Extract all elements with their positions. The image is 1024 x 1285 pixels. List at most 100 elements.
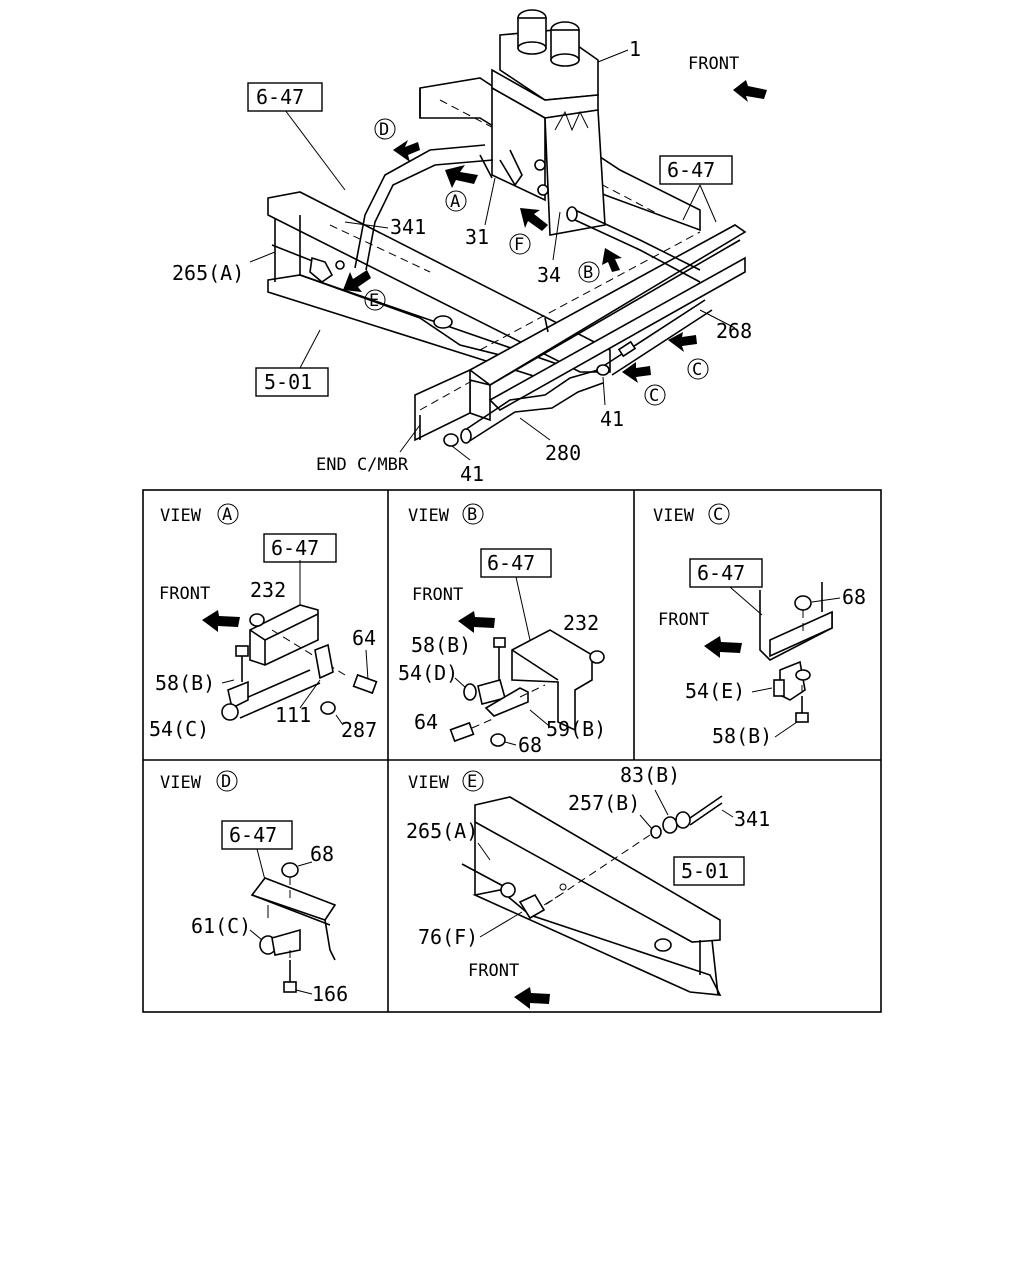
view-e-title: VIEW [408,773,450,793]
hose-280 [460,369,604,444]
view-b-front-arrow-icon [458,611,495,633]
view-a-64: 64 [352,626,376,650]
ref-box-6-47-right [659,155,733,185]
view-d-61c: 61(C) [191,914,251,938]
arrow-c1-icon [668,332,697,352]
view-c-68: 68 [842,585,866,609]
frame-rail-right [414,224,747,442]
view-b-68: 68 [518,733,542,757]
arrow-d-icon [393,140,420,162]
clamp-41 [443,364,610,447]
view-d-ref: 6-47 [229,823,277,847]
view-a-111: 111 [275,703,311,727]
view-a-ref: 6-47 [271,536,319,560]
marker-c2: C [649,386,659,406]
ref-box-6-47-left [247,82,323,112]
view-b-58b: 58(B) [411,633,471,657]
tank [491,9,606,236]
view-a-front: FRONT [159,584,210,604]
arrow-c2-icon [622,362,651,383]
leader-lines [249,49,736,461]
arrow-e-icon [343,270,371,292]
hose-31 [479,149,523,187]
view-b-232: 232 [563,611,599,635]
callout-280: 280 [545,441,581,465]
frame-rail-left [267,191,611,379]
marker-c1: C [692,360,702,380]
ref-6-47-right: 6-47 [667,158,715,182]
arrow-f-icon [520,208,548,231]
view-b-front: FRONT [412,585,463,605]
callout-1: 1 [629,37,641,61]
view-a-letter: A [222,505,232,525]
view-e-panel: VIEW E 5-01 83(B) 257(B) 341 265(A) 76(F… [406,763,770,1009]
view-d-title: VIEW [160,773,202,793]
bracket-265a [271,244,345,284]
arrow-b-icon [602,248,622,272]
view-markers: D A F B E C C [364,118,709,406]
pipe-34 [566,206,701,283]
main-assembly: 1 FRONT 6-47 6-47 341 31 34 265(A) 268 5… [172,9,767,486]
callout-31: 31 [465,225,489,249]
view-b-ref: 6-47 [487,551,535,575]
arrow-a-icon [445,165,478,188]
view-c-panel: VIEW C 6-47 FRONT 68 54(E) 58(B) [653,503,866,748]
view-e-front-arrow-icon [514,987,550,1009]
callout-341: 341 [390,215,426,239]
callout-41-lower: 41 [460,462,484,486]
ref-5-01: 5-01 [264,370,312,394]
callout-265a: 265(A) [172,261,244,285]
view-b-64: 64 [414,710,438,734]
view-c-letter: C [713,505,723,525]
view-e-257b: 257(B) [568,791,640,815]
view-a-front-arrow-icon [202,610,240,632]
view-a-panel: VIEW A 6-47 FRONT 232 64 58(B) 54(C) 111… [149,503,378,742]
view-d-166: 166 [312,982,348,1006]
view-c-58b: 58(B) [712,724,772,748]
ref-6-47-left: 6-47 [256,85,304,109]
view-b-letter: B [467,505,477,525]
callout-268: 268 [716,319,752,343]
hose-341 [354,144,494,271]
view-b-54d: 54(D) [398,661,458,685]
end-cmbr-label: END C/MBR [316,455,409,475]
view-c-ref: 6-47 [697,561,745,585]
view-e-265a: 265(A) [406,819,478,843]
view-b-panel: VIEW B 6-47 FRONT 232 58(B) 54(D) 59(B) … [398,503,606,757]
view-a-287: 287 [341,718,377,742]
view-b-59b: 59(B) [546,717,606,741]
marker-e: E [369,291,379,311]
pipe-268 [604,299,713,376]
view-e-341: 341 [734,807,770,831]
view-a-54c: 54(C) [149,717,209,741]
view-c-front-arrow-icon [704,636,742,658]
view-a-58b: 58(B) [155,671,215,695]
view-e-ref: 5-01 [681,859,729,883]
marker-d: D [379,120,389,140]
view-a-232: 232 [250,578,286,602]
main-callouts: 1 FRONT 6-47 6-47 341 31 34 265(A) 268 5… [172,37,752,486]
front-label: FRONT [688,54,739,74]
view-e-83b: 83(B) [620,763,680,787]
view-c-front: FRONT [658,610,709,630]
callout-41-upper: 41 [600,407,624,431]
view-b-title: VIEW [408,506,450,526]
marker-f: F [514,235,524,255]
marker-a: A [450,192,460,212]
view-a-title: VIEW [160,506,202,526]
view-c-54e: 54(E) [685,679,745,703]
view-d-panel: VIEW D 6-47 68 61(C) 166 [160,770,348,1006]
callout-34: 34 [537,263,561,287]
view-arrows [343,80,767,383]
front-arrow-icon [733,80,767,102]
marker-b: B [583,263,593,283]
ref-box-5-01 [255,367,329,397]
view-c-title: VIEW [653,506,695,526]
view-e-letter: E [467,772,477,792]
view-d-68: 68 [310,842,334,866]
view-e-76f: 76(F) [418,925,478,949]
view-e-front: FRONT [468,961,519,981]
views-grid [142,489,882,1013]
